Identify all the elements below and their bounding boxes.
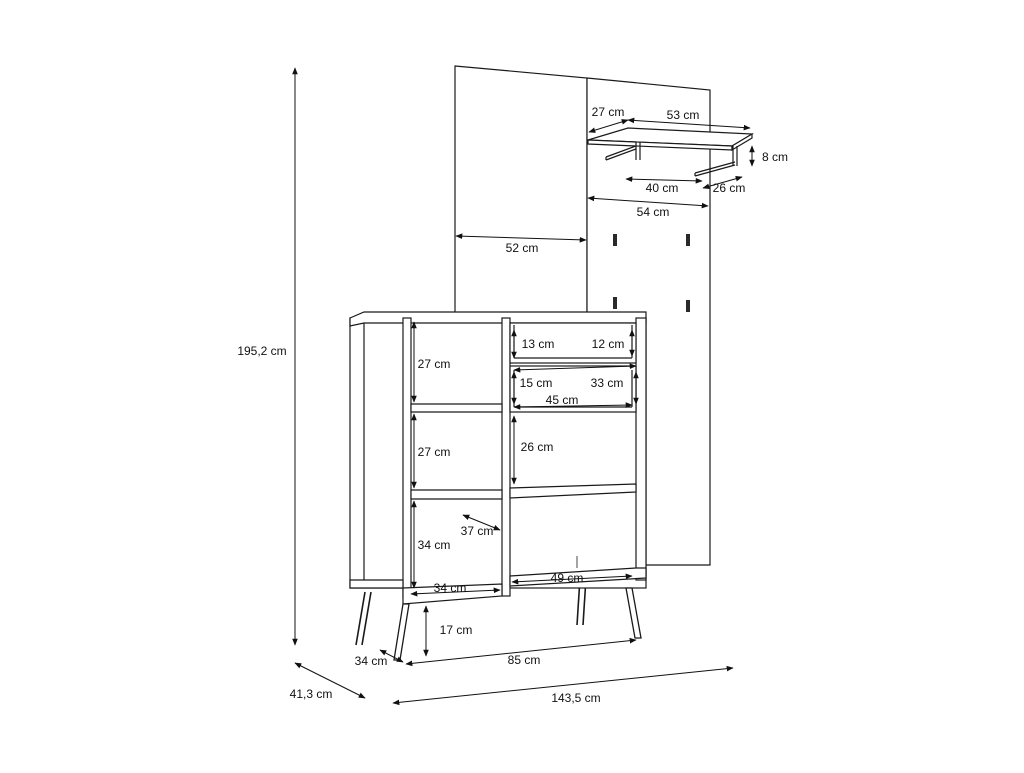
label-drawer-top-inner: 12 cm [592, 337, 625, 351]
label-drawer-bottom-inner: 33 cm [591, 376, 624, 390]
label-left-comp-depth: 37 cm [461, 524, 494, 538]
label-shelf-rail-width: 40 cm [646, 181, 679, 195]
label-leg-height: 17 cm [440, 623, 473, 637]
label-shelf-top-depth: 27 cm [592, 105, 625, 119]
label-total-width: 143,5 cm [551, 691, 600, 705]
coat-hook [686, 234, 690, 246]
label-total-depth: 41,3 cm [290, 687, 333, 701]
label-shelf-height: 8 cm [762, 150, 788, 164]
label-panel-right-width: 54 cm [637, 205, 670, 219]
label-shelf-rail-depth: 26 cm [713, 181, 746, 195]
label-left-comp-bottom: 34 cm [418, 538, 451, 552]
drawer-top [509, 322, 637, 364]
label-right-comp-width: 49 cm [551, 571, 584, 585]
label-cabinet-width: 85 cm [508, 653, 541, 667]
label-drawer-top-height: 13 cm [522, 337, 555, 351]
label-total-height: 195,2 cm [237, 344, 286, 358]
label-cabinet-depth: 34 cm [355, 654, 388, 668]
label-drawer-bottom-height: 15 cm [520, 376, 553, 390]
label-left-comp-mid: 27 cm [418, 445, 451, 459]
coat-hook [686, 300, 690, 312]
label-right-open-height: 26 cm [521, 440, 554, 454]
label-panel-left-width: 52 cm [506, 241, 539, 255]
coat-hook [613, 297, 617, 309]
coat-hook [613, 234, 617, 246]
dimension-labels: 195,2 cm 41,3 cm 143,5 cm 27 cm 53 cm 8 … [237, 105, 788, 705]
label-shelf-top-width: 53 cm [667, 108, 700, 122]
dimension-lines [292, 67, 755, 706]
label-left-comp-width: 34 cm [434, 581, 467, 595]
label-drawer-width: 45 cm [546, 393, 579, 407]
label-left-comp-top: 27 cm [418, 357, 451, 371]
mirror-panel [454, 65, 588, 331]
cabinet [349, 311, 647, 661]
hat-shelf [587, 127, 755, 177]
coat-hooks [613, 234, 690, 312]
